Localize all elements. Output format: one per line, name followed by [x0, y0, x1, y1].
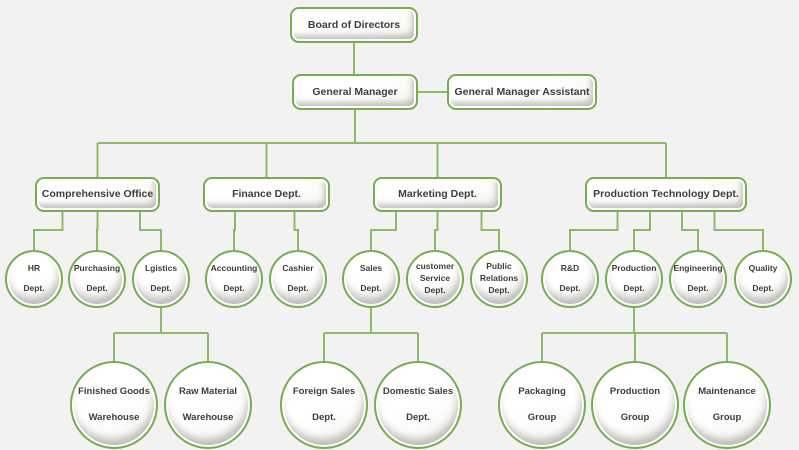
node-label: General Manager Assistant: [454, 85, 590, 98]
node-label: Finished Goods: [78, 385, 150, 397]
node-label: Raw Material: [178, 385, 238, 397]
node-label: Dept.: [488, 284, 510, 295]
node-label: Public: [486, 261, 512, 272]
node-label: Dept.: [312, 411, 336, 423]
node-label: Group: [620, 411, 650, 423]
node-label: Dept.: [86, 283, 108, 293]
node-label: Group: [527, 411, 557, 423]
node-label: Lgistics: [144, 263, 178, 274]
node-label: General Manager: [312, 85, 398, 98]
node-label: Dept.: [752, 283, 774, 293]
node-board[interactable]: Board of Directors: [290, 7, 418, 43]
node-label: Comprehensive Office: [41, 188, 154, 201]
node-label: Accounting: [210, 263, 258, 274]
node-label: Maintenance: [698, 385, 756, 397]
node-label: Purchasing: [73, 263, 121, 274]
node-label: Dept.: [406, 411, 430, 423]
node-label: Relations: [479, 273, 519, 284]
node-label: Cashier: [282, 263, 314, 274]
node-label: Production: [609, 385, 661, 397]
node-comprehensive-office[interactable]: Comprehensive Office: [35, 177, 160, 212]
node-production-technology-dept[interactable]: Production Technology Dept.: [585, 177, 747, 212]
node-label: Foreign Sales: [292, 385, 356, 397]
node-general-manager-assistant[interactable]: General Manager Assistant: [447, 74, 597, 110]
node-label: Finance Dept.: [232, 188, 301, 201]
node-label: Dept.: [360, 283, 382, 293]
node-label: Dept.: [559, 283, 581, 293]
node-general-manager[interactable]: General Manager: [292, 74, 418, 110]
node-finance-dept[interactable]: Finance Dept.: [203, 177, 330, 212]
node-label: Dept.: [687, 283, 709, 293]
node-label: Dept.: [623, 283, 645, 293]
node-label: Production Technology Dept.: [593, 188, 739, 201]
node-label: customer: [415, 261, 455, 272]
node-label: Quality: [748, 263, 778, 274]
node-label: Dept.: [424, 284, 446, 295]
node-label: Packaging: [518, 385, 566, 397]
node-rd-dept[interactable]: R&D Dept.: [541, 250, 599, 308]
node-label: Marketing Dept.: [398, 188, 477, 201]
node-label: Sales: [359, 263, 383, 274]
node-label: HR: [27, 263, 41, 274]
node-label: Board of Directors: [307, 18, 401, 31]
node-label: Group: [712, 411, 742, 423]
node-label: Domestic Sales: [382, 385, 454, 397]
node-label: Dept.: [223, 283, 245, 293]
node-label: R&D: [560, 263, 580, 274]
node-label: Dept.: [287, 283, 309, 293]
node-label: Production: [611, 263, 657, 274]
connector: [33, 43, 764, 361]
node-label: Engineering: [673, 263, 723, 274]
node-label: Dept.: [23, 283, 45, 293]
node-hr-dept[interactable]: HR Dept.: [5, 250, 63, 308]
node-marketing-dept[interactable]: Marketing Dept.: [373, 177, 502, 212]
node-label: Service: [419, 273, 451, 284]
node-label: Warehouse: [88, 411, 140, 423]
node-label: Warehouse: [182, 411, 234, 423]
node-label: Dept.: [150, 283, 172, 293]
